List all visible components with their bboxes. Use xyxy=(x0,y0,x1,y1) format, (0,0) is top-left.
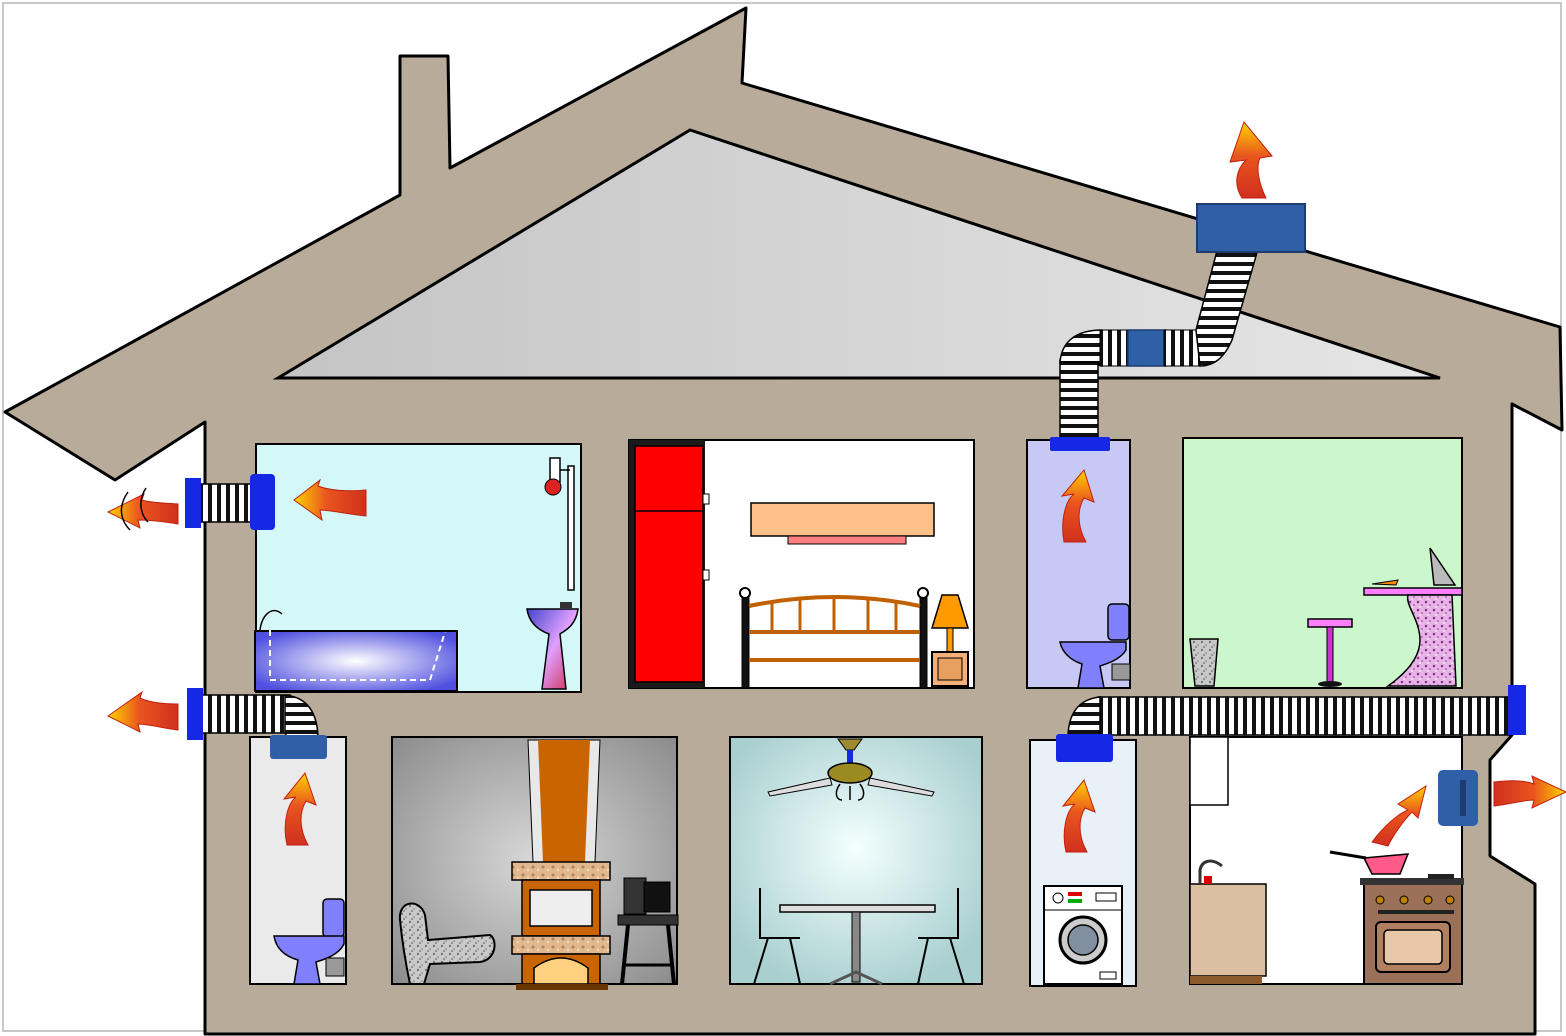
roof-vent-cap xyxy=(1197,204,1305,252)
room-dining xyxy=(730,737,982,984)
wall-vent-grille xyxy=(185,478,201,528)
kitchen-window-icon xyxy=(1190,737,1228,805)
kitchen-exhaust-vent xyxy=(1438,770,1478,826)
room-toilet-lower xyxy=(250,737,346,984)
room-kitchen xyxy=(1190,737,1464,984)
washing-machine-icon xyxy=(1044,886,1122,984)
duct-bathroom-upper xyxy=(198,484,256,522)
airflow-arrow xyxy=(1230,122,1272,198)
room-bedroom xyxy=(629,440,974,688)
duct-lower-left xyxy=(200,695,318,740)
room-laundry xyxy=(1030,740,1136,986)
ceiling-vent xyxy=(1050,437,1110,451)
wall-vent-grille xyxy=(1508,685,1526,735)
airflow-arrow xyxy=(108,692,178,732)
exhaust-fan xyxy=(250,474,275,530)
ceiling-vent xyxy=(1056,734,1113,762)
room-kitchen-nook-upper xyxy=(1183,438,1462,688)
wardrobe-icon xyxy=(629,440,709,688)
wall-vent-grille xyxy=(187,688,203,740)
airflow-arrow xyxy=(108,488,178,530)
ceiling-vent xyxy=(270,735,327,759)
room-bathroom-upper xyxy=(255,444,581,692)
airflow-arrow xyxy=(1494,776,1566,808)
room-living xyxy=(392,737,678,990)
vase-icon xyxy=(1190,639,1218,686)
duct-lower-right xyxy=(1068,697,1510,738)
